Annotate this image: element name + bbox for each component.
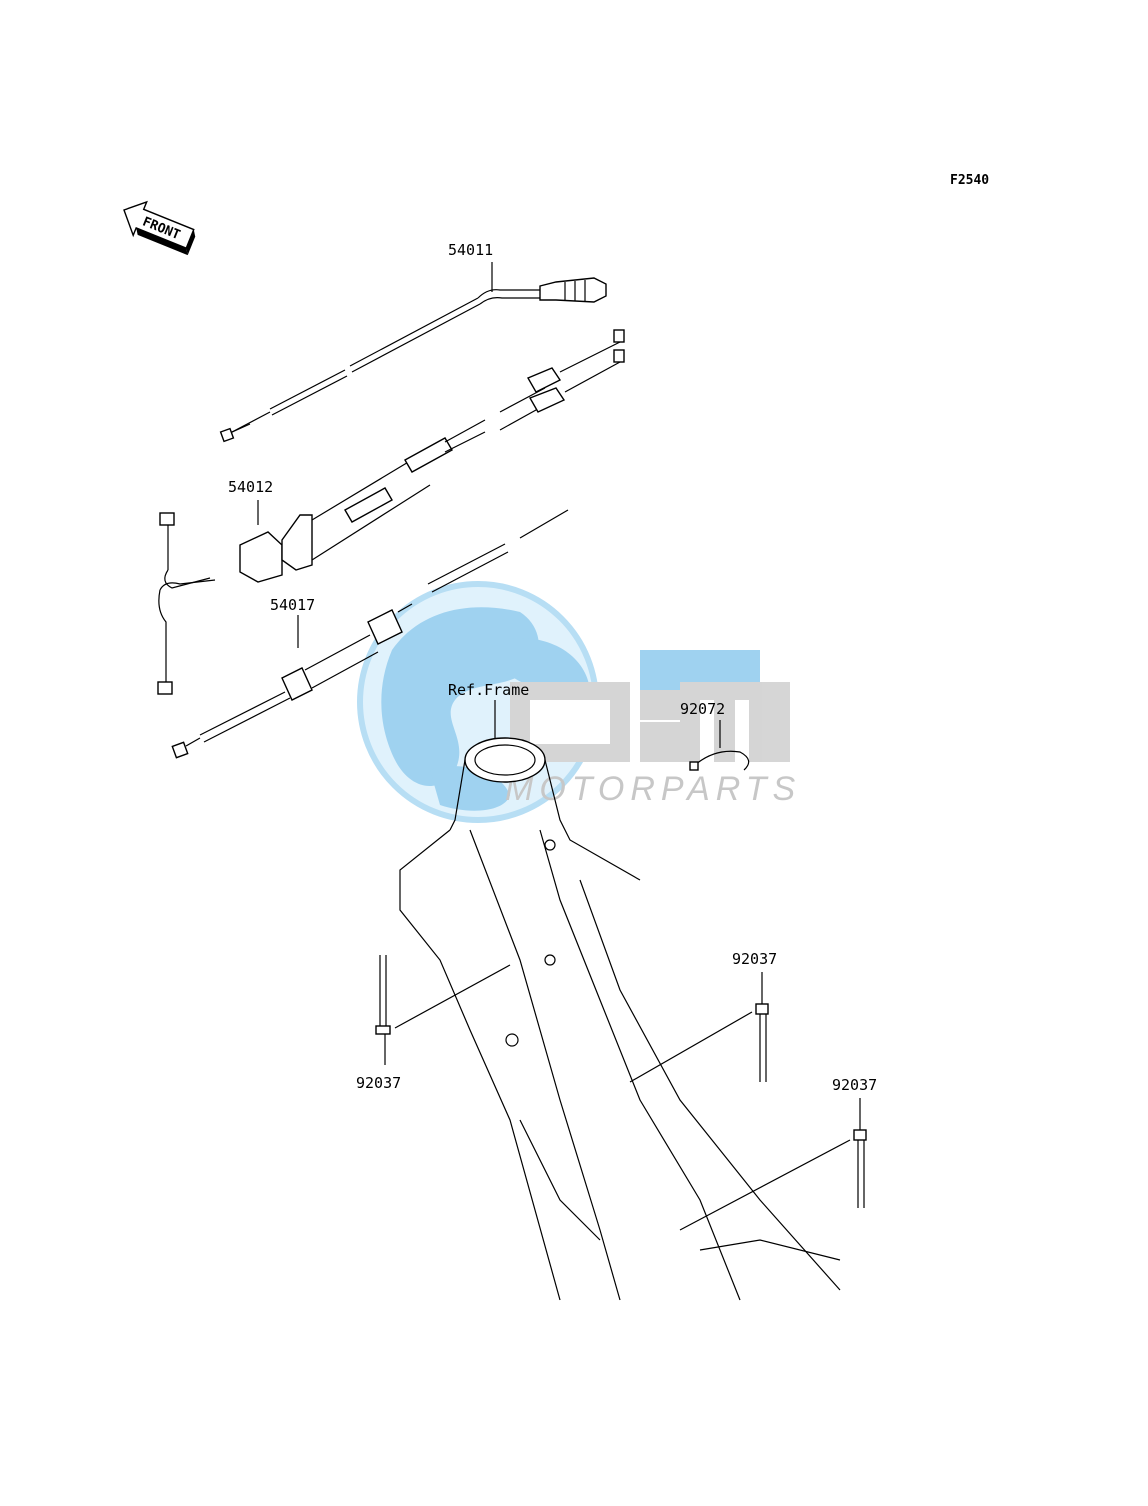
frame-outline [399,700,841,1301]
callout-92037-mid: 92037 [732,950,777,968]
front-arrow-icon: FRONT [123,200,196,256]
figure-code: F2540 [950,173,989,188]
callout-92072: 92072 [680,700,725,718]
watermark-logo [357,581,790,823]
callout-92037-right: 92037 [832,1076,877,1094]
callout-ref-frame: Ref.Frame [448,681,529,699]
cable-54012 [157,329,625,695]
cable-54011 [219,262,607,443]
callout-92037-left: 92037 [356,1074,401,1092]
cable-54017 [171,509,569,759]
callout-54012: 54012 [228,478,273,496]
clamp-92072 [689,720,750,771]
band-92037-right [679,1098,867,1231]
callout-54017: 54017 [270,596,315,614]
band-92037-left [375,955,511,1065]
band-92037-mid [629,972,769,1083]
watermark-subtitle: MOTORPARTS [505,770,801,808]
callout-54011: 54011 [448,241,493,259]
